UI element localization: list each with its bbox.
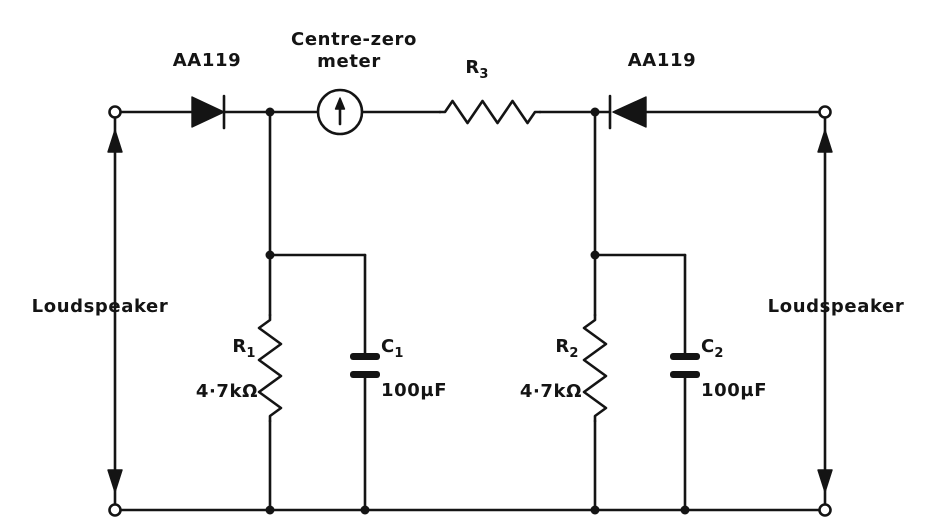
capacitor-c2-value: 100µF: [701, 380, 767, 401]
diode-left-triangle-icon: [191, 96, 225, 128]
capacitor-c1-value: 100µF: [381, 380, 447, 401]
diode-right: AA119: [608, 50, 696, 130]
centre-zero-meter: Centre-zero meter: [291, 29, 417, 136]
speaker-right-label: Loudspeaker: [768, 296, 905, 317]
junction-top-left: [265, 107, 275, 117]
junction-mid-right: [590, 250, 600, 260]
junction-bottom-c1: [360, 505, 370, 515]
loudspeaker-left: Loudspeaker: [32, 116, 169, 506]
speaker-left-label: Loudspeaker: [32, 296, 169, 317]
terminal-bottom-right: [818, 503, 832, 517]
junction-bottom-r1: [265, 505, 275, 515]
resistor-r3-name: R: [465, 57, 479, 78]
junction-dots: [265, 107, 690, 515]
resistor-r3: R3: [438, 57, 542, 125]
meter-arrow-icon: [334, 97, 346, 110]
capacitor-c2-top-plate: [670, 353, 700, 360]
resistor-r3-sub: 3: [479, 67, 488, 82]
capacitor-c1-bottom-plate: [350, 371, 380, 378]
diode-right-triangle-icon: [612, 96, 647, 128]
capacitor-c2-label: C2: [701, 336, 724, 361]
loudspeaker-right: Loudspeaker: [768, 116, 905, 506]
resistor-r2-value: 4·7kΩ: [520, 381, 582, 402]
terminal-bottom-left: [108, 503, 122, 517]
junction-mid-left: [265, 250, 275, 260]
bottom-rail: [108, 503, 832, 517]
resistor-r1-zigzag: [257, 313, 283, 423]
junction-top-right: [590, 107, 600, 117]
resistor-r1-value: 4·7kΩ: [196, 381, 258, 402]
resistor-r1-name: R: [232, 336, 246, 357]
speaker-right-down-arrow-icon: [817, 469, 833, 493]
junction-bottom-c2: [680, 505, 690, 515]
capacitor-c1-sub: 1: [394, 346, 403, 361]
resistor-r2-sub: 2: [569, 346, 578, 361]
resistor-r3-zigzag: [438, 99, 542, 125]
capacitor-c2-bottom-plate: [670, 371, 700, 378]
resistor-r1-label: R1: [232, 336, 255, 361]
capacitor-c1-top-plate: [350, 353, 380, 360]
branch-r2-c2: R2 4·7kΩ C2 100µF: [520, 110, 767, 512]
resistor-r2-label: R2: [555, 336, 578, 361]
capacitor-c1-label: C1: [381, 336, 404, 361]
resistor-r2-zigzag: [582, 313, 608, 423]
terminal-top-right: [818, 105, 832, 119]
meter-label-line2: meter: [317, 51, 381, 72]
terminal-top-left: [108, 105, 122, 119]
speaker-left-up-arrow-icon: [107, 129, 123, 153]
junction-bottom-r2: [590, 505, 600, 515]
resistor-r2-name: R: [555, 336, 569, 357]
resistor-r3-label: R3: [465, 57, 488, 82]
diode-right-label: AA119: [628, 50, 696, 71]
diode-left: AA119: [173, 50, 241, 130]
speaker-right-up-arrow-icon: [817, 129, 833, 153]
top-rail: [108, 105, 832, 119]
diode-left-label: AA119: [173, 50, 241, 71]
speaker-left-down-arrow-icon: [107, 469, 123, 493]
capacitor-c1-name: C: [381, 336, 394, 357]
capacitor-c2-sub: 2: [714, 346, 723, 361]
capacitor-c2-name: C: [701, 336, 714, 357]
branch-r1-c1: R1 4·7kΩ C1 100µF: [196, 110, 447, 512]
meter-label-line1: Centre-zero: [291, 29, 417, 50]
resistor-r1-sub: 1: [246, 346, 255, 361]
